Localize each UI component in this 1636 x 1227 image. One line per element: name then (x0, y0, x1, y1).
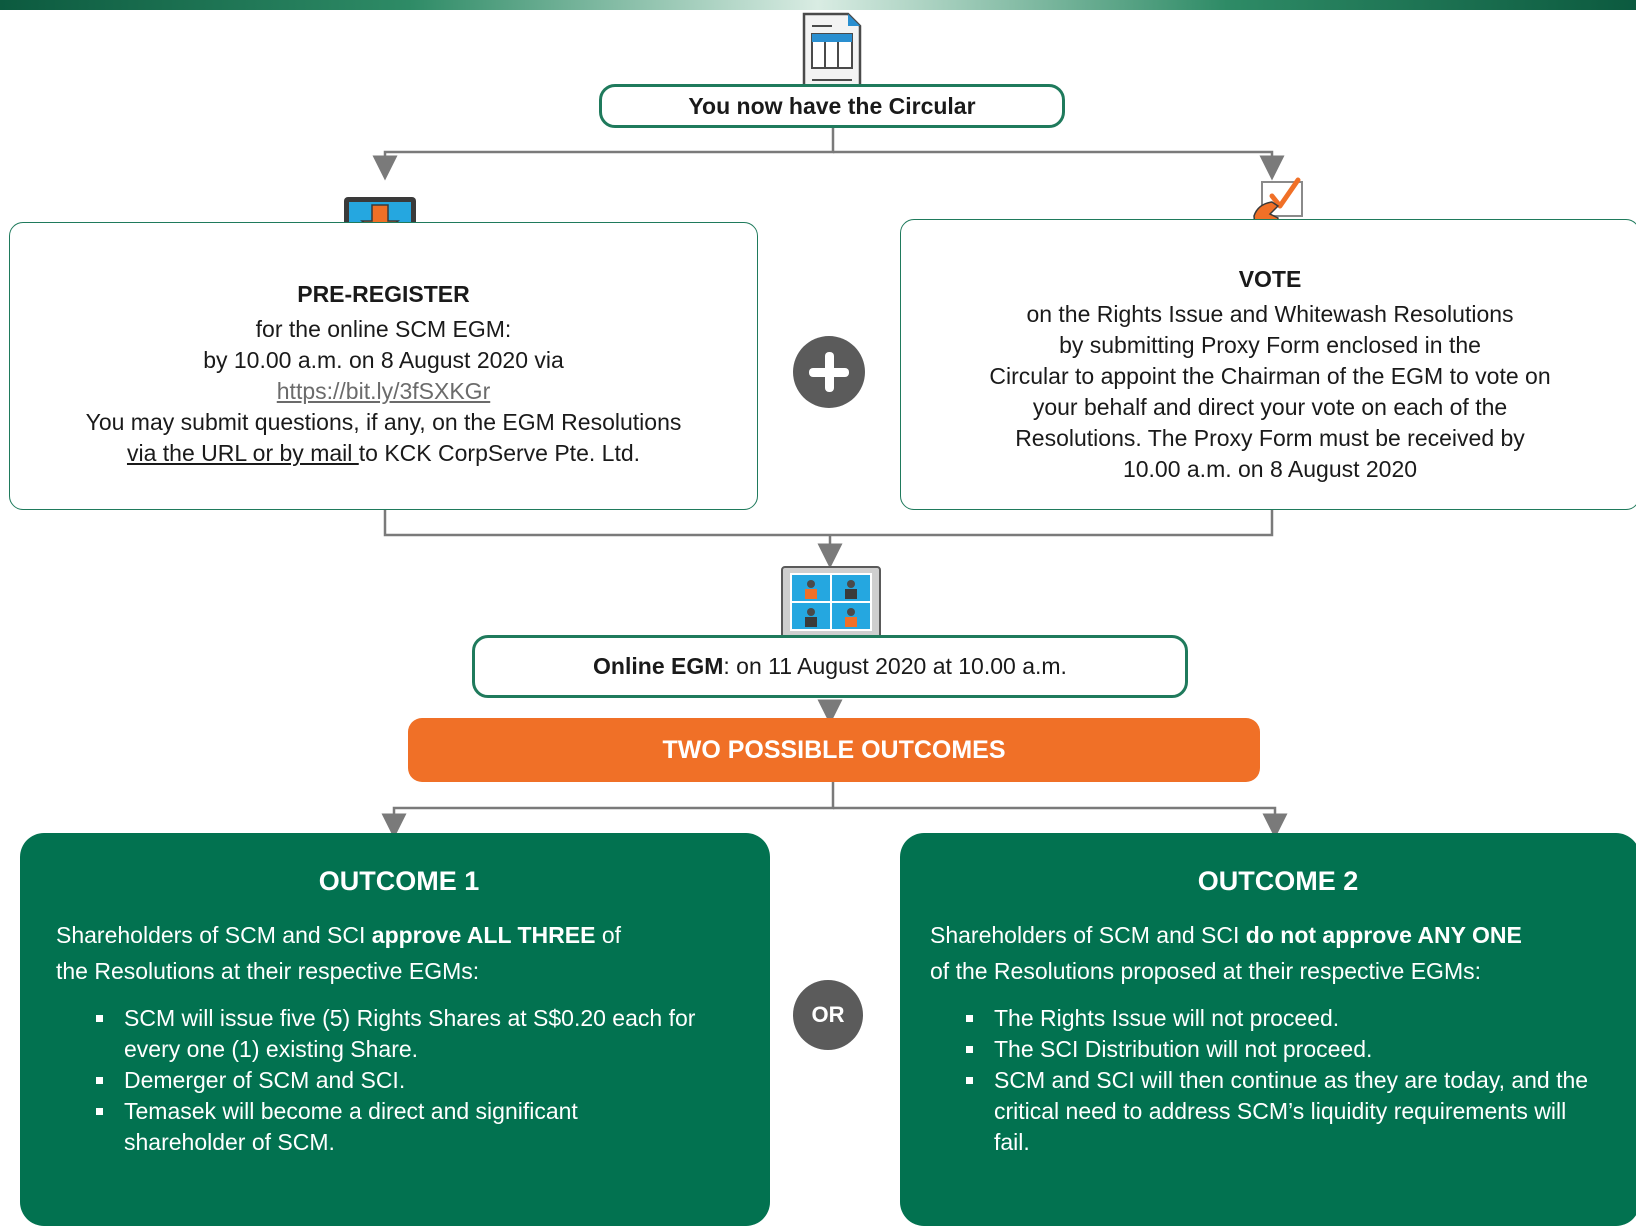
vote-line: your behalf and direct your vote on each… (1032, 394, 1508, 420)
pre-register-line1: for the online SCM EGM: (255, 316, 512, 342)
outcome-1-bullet: Demerger of SCM and SCI. (86, 1065, 742, 1096)
outcome-2-panel: OUTCOME 2 Shareholders of SCM and SCI do… (900, 833, 1636, 1226)
top-gradient-bar (0, 0, 1636, 10)
outcome-1-intro-line2: the Resolutions at their respective EGMs… (56, 958, 480, 984)
online-egm-text: Online EGM: on 11 August 2020 at 10.00 a… (593, 653, 1067, 679)
vote-line: 10.00 a.m. on 8 August 2020 (1122, 456, 1418, 482)
circular-label: You now have the Circular (688, 92, 976, 119)
pre-register-line3: You may submit questions, if any, on the… (85, 409, 682, 435)
vote-line: Resolutions. The Proxy Form must be rece… (1015, 425, 1525, 451)
outcome-1-bullet: Temasek will become a direct and signifi… (86, 1096, 686, 1158)
pre-register-line2: by 10.00 a.m. on 8 August 2020 via (203, 347, 564, 373)
pre-register-heading: PRE-REGISTER (297, 281, 470, 307)
outcome-2-intro-line2: of the Resolutions proposed at their res… (930, 958, 1482, 984)
vote-box: VOTE on the Rights Issue and Whitewash R… (900, 219, 1636, 510)
pre-register-line4: via the URL or by mail to KCK CorpServe … (126, 440, 641, 466)
plus-icon (793, 336, 865, 408)
or-badge: OR (793, 980, 863, 1050)
outcome-1-panel: OUTCOME 1 Shareholders of SCM and SCI ap… (20, 833, 770, 1226)
circular-pill: You now have the Circular (599, 84, 1065, 128)
vote-heading: VOTE (1238, 266, 1302, 292)
outcome-2-title: OUTCOME 2 (1197, 866, 1359, 896)
two-possible-outcomes-bar: TWO POSSIBLE OUTCOMES (408, 718, 1260, 782)
document-icon (802, 12, 862, 96)
outcome-2-bullet: The Rights Issue will not proceed. (956, 1003, 1626, 1034)
outcome-1-title: OUTCOME 1 (318, 866, 480, 896)
outcome-2-intro: Shareholders of SCM and SCI do not appro… (930, 922, 1522, 948)
outcome-1-bullet: SCM will issue five (5) Rights Shares at… (86, 1003, 726, 1065)
pre-register-url-link[interactable]: https://bit.ly/3fSXKGr (276, 378, 491, 404)
vote-line: Circular to appoint the Chairman of the … (989, 363, 1551, 389)
outcome-2-bullet: SCM and SCI will then continue as they a… (956, 1065, 1606, 1158)
outcome-1-intro: Shareholders of SCM and SCI approve ALL … (56, 922, 622, 948)
outcome-1-bullets: SCM will issue five (5) Rights Shares at… (86, 1003, 742, 1158)
vote-line: on the Rights Issue and Whitewash Resolu… (1026, 301, 1514, 327)
outcome-2-bullets: The Rights Issue will not proceed. The S… (956, 1003, 1626, 1158)
online-egm-pill: Online EGM: on 11 August 2020 at 10.00 a… (472, 635, 1188, 698)
video-conference-monitor-icon (781, 566, 881, 654)
vote-line: by submitting Proxy Form enclosed in the (1059, 332, 1481, 358)
outcome-2-bullet: The SCI Distribution will not proceed. (956, 1034, 1626, 1065)
pre-register-box: PRE-REGISTER for the online SCM EGM: by … (9, 222, 758, 510)
outcomes-bar-label: TWO POSSIBLE OUTCOMES (662, 735, 1006, 764)
